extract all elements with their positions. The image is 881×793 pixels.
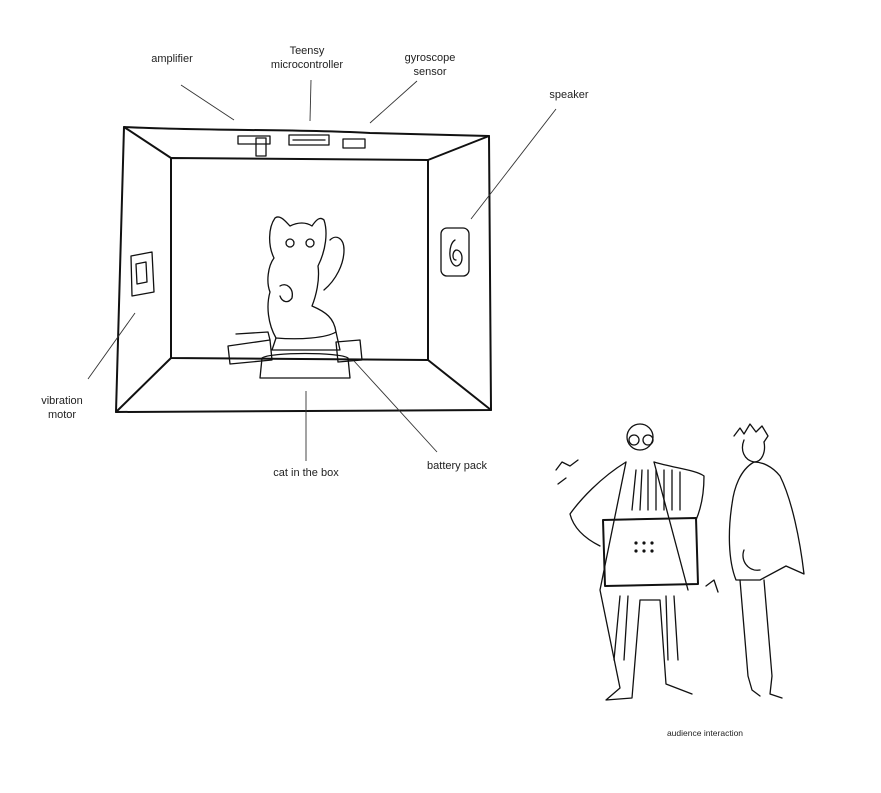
cat-figure xyxy=(267,216,345,351)
cat-base xyxy=(259,352,351,379)
leader-lines xyxy=(87,79,557,461)
speaker-component xyxy=(440,227,470,277)
vibration-motor-component xyxy=(130,251,155,297)
gyroscope-component xyxy=(342,138,366,149)
label-audience-interaction: audience interaction xyxy=(666,728,744,738)
battery-pack-component xyxy=(227,331,363,365)
amplifier-component xyxy=(237,135,271,157)
label-speaker: speaker xyxy=(549,89,589,101)
teensy-component xyxy=(288,134,330,146)
label-vibration-motor: vibration motor xyxy=(41,395,83,421)
audience-box xyxy=(602,517,699,587)
label-teensy-microcontroller: Teensy microcontroller xyxy=(270,45,344,71)
audience-person-right xyxy=(728,423,805,699)
label-gyroscope-sensor: gyroscope sensor xyxy=(404,52,456,78)
label-cat-in-the-box: cat in the box xyxy=(273,467,339,479)
box-outline xyxy=(115,126,492,413)
label-battery-pack: battery pack xyxy=(427,460,487,472)
label-amplifier: amplifier xyxy=(151,53,193,65)
audience-person-left xyxy=(555,423,719,701)
